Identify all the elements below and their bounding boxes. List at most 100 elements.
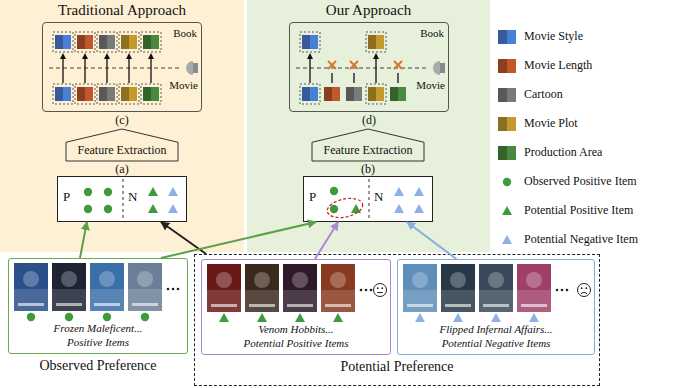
movie-label: Movie: [416, 79, 445, 92]
potential-positive-triangle: [257, 313, 267, 322]
transfer-arrowhead: [82, 53, 88, 59]
fe-node: Feature Extraction: [65, 128, 179, 162]
more-dots: [177, 288, 180, 291]
poster-node: Frozen Maleficent...Positive ItemsObserv…: [8, 258, 188, 354]
poster-detail: [517, 290, 551, 312]
potential-negative-triangle: [394, 204, 404, 213]
feature-square: [368, 35, 384, 49]
preference-caption: Observed Preference: [40, 358, 157, 375]
legend-label: Movie Style: [524, 29, 583, 43]
potential-negative-triangle: [394, 187, 404, 196]
potential-negative-triangle: [168, 187, 178, 196]
legend-label: Movie Plot: [524, 116, 578, 130]
transfer-arrow: [150, 58, 151, 83]
legend-label: Observed Positive Item: [524, 174, 637, 188]
panel-tag: (a): [115, 162, 128, 176]
book-node: BookMovie(c): [42, 22, 202, 112]
feature-square-shade: [77, 35, 85, 49]
feature-extraction-label: Feature Extraction: [324, 143, 413, 157]
blocked-arrow: [397, 73, 398, 83]
more-dots: [360, 289, 363, 292]
feature-square-shade: [302, 35, 310, 49]
movie-label: Movie: [169, 79, 198, 92]
more-dots: [370, 289, 373, 292]
poster-title-bar: [18, 303, 44, 306]
panel-node: Traditional ApproachBookMovie (c)Feature …: [0, 0, 244, 252]
item-group-label: Potential Negative Items: [442, 337, 551, 350]
panel-node: Our ApproachBookMovie(d)Feature Extracti…: [247, 0, 490, 252]
more-dots: [561, 289, 564, 292]
negative-set-label: N: [128, 189, 137, 205]
dashed-frame: [141, 84, 161, 104]
projector-body: [440, 63, 445, 73]
legend-swatch-shade: [498, 59, 507, 73]
book-label: Book: [173, 27, 197, 40]
transfer-arrowhead: [307, 53, 313, 59]
feature-square: [77, 87, 93, 101]
potential-negative-triangle: [453, 313, 463, 322]
feature-square-shade: [302, 87, 310, 101]
item-group-label: Positive Items: [67, 336, 129, 349]
feature-square: [55, 87, 71, 101]
transfer-arrowhead: [104, 53, 110, 59]
movie-poster: [90, 263, 124, 311]
feature-extraction-outline: [312, 129, 424, 161]
feature-square-shade: [324, 87, 332, 101]
panel-tag: (c): [115, 113, 128, 127]
positive-dot: [65, 313, 73, 321]
movie-poster: [479, 264, 513, 312]
poster-title-bar: [132, 303, 158, 306]
feature-square-shade: [55, 35, 63, 49]
example-titles: Flipped Infernal Affairs...: [439, 323, 552, 336]
poster-figure: [292, 272, 308, 288]
legend-label: Potential Negative Item: [524, 232, 638, 246]
poster-title-bar: [211, 304, 237, 307]
poster-figure: [137, 271, 153, 287]
fe-node: Feature Extraction: [311, 128, 425, 162]
movie-poster: [128, 263, 162, 311]
poster-figure: [216, 272, 232, 288]
book-label: Book: [420, 27, 444, 40]
potential-positive-triangle: [148, 204, 158, 213]
movie-poster: [403, 264, 437, 312]
face-icon: [374, 284, 387, 297]
legend-swatch: [498, 117, 516, 131]
poster-title-bar: [94, 303, 120, 306]
block-cross: [328, 61, 336, 69]
positive-dot: [141, 313, 149, 321]
legend-swatch-shade: [498, 146, 507, 160]
block-cross: [394, 61, 402, 69]
potential-negative-triangle: [529, 313, 539, 322]
feature-square-shade: [143, 35, 151, 49]
feature-square: [121, 35, 137, 49]
poster-title-bar: [521, 304, 547, 307]
poster-detail: [207, 290, 241, 312]
feature-square-shade: [121, 87, 129, 101]
poster-figure: [254, 272, 270, 288]
poster-title-bar: [483, 304, 509, 307]
face-eye: [581, 287, 583, 289]
feature-square: [99, 35, 115, 49]
positive-dot: [104, 205, 112, 213]
legend-label: Potential Positive Item: [524, 203, 633, 217]
more-dots: [556, 289, 559, 292]
legend-label: Movie Length: [524, 58, 592, 72]
poster-detail: [441, 290, 475, 312]
panel-title: Traditional Approach: [58, 1, 186, 19]
potential-negative-triangle: [168, 204, 178, 213]
dashed-frame: [53, 84, 73, 104]
transfer-arrow: [62, 58, 63, 83]
positive-set-label: P: [63, 189, 70, 205]
poster-title-bar: [325, 304, 351, 307]
transfer-arrowhead: [373, 53, 379, 59]
legend-swatch: [498, 59, 516, 73]
example-titles: Venom Hobbits...: [258, 323, 333, 336]
poster-figure: [330, 272, 346, 288]
feature-square-shade: [143, 87, 151, 101]
feature-square-shade: [346, 87, 354, 101]
split-dashed-line: [123, 179, 124, 219]
poster-detail: [245, 290, 279, 312]
feature-square: [324, 87, 340, 101]
poster-figure: [23, 271, 39, 287]
divider-dashed-line: [49, 68, 179, 69]
